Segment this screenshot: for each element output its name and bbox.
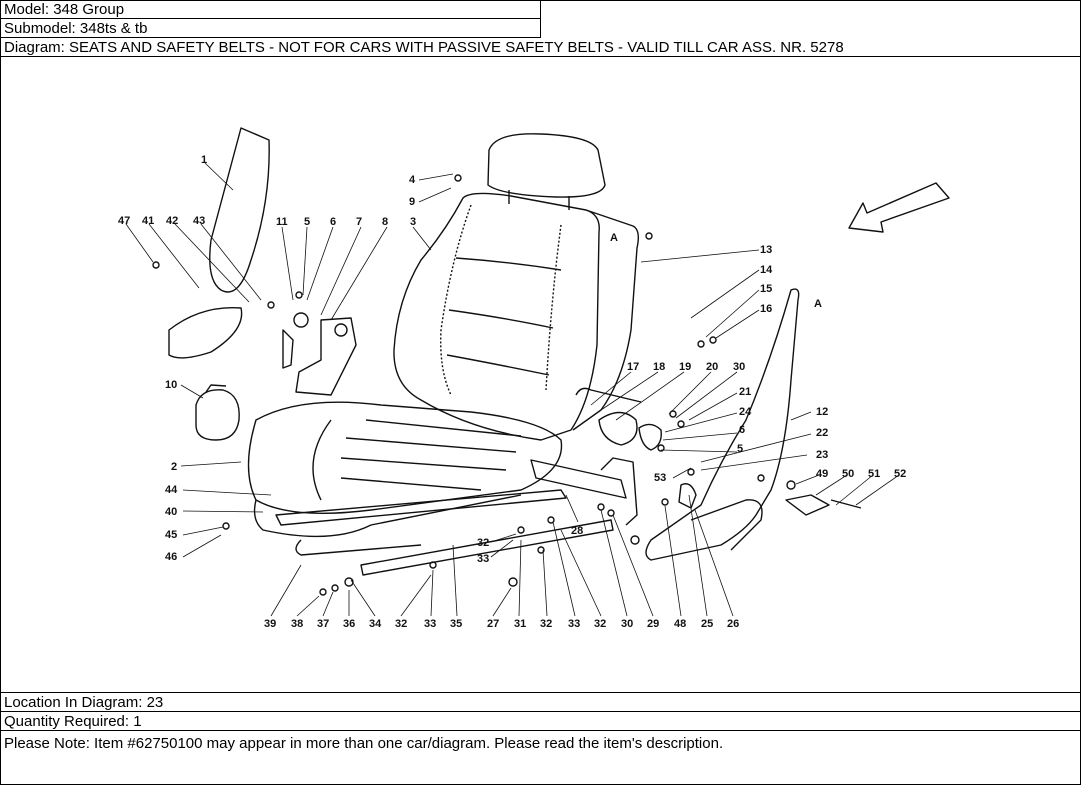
callout-36: 36 [343,618,355,630]
callout-29: 29 [647,618,659,630]
callout-A-top: A [610,232,618,244]
callout-32c: 32 [594,618,606,630]
callout-12: 12 [816,406,828,418]
callout-30b: 30 [621,618,633,630]
callout-39: 39 [264,618,276,630]
belt-retractor [195,389,240,441]
callout-46: 46 [165,551,177,563]
callout-1: 1 [201,154,207,166]
side-panel-right [645,288,800,561]
seat-exploded-view: 1 2 3 4 5 5 6 6 7 8 9 10 11 12 13 14 15 … [118,127,950,630]
callout-19: 19 [679,361,691,373]
callout-15: 15 [760,283,772,295]
please-note: Please Note: Item #62750100 may appear i… [0,730,1081,785]
callout-8: 8 [382,216,388,228]
callout-41: 41 [142,215,154,227]
callout-21: 21 [739,386,751,398]
callout-9: 9 [409,196,415,208]
callout-32d: 32 [477,537,489,549]
callout-53: 53 [654,472,666,484]
callout-45: 45 [165,529,177,541]
callout-22: 22 [816,427,828,439]
callout-A-right: A [814,298,822,310]
callout-7: 7 [356,216,362,228]
callout-49: 49 [816,468,828,480]
callout-27: 27 [487,618,499,630]
callout-6: 6 [330,216,336,228]
callout-25: 25 [701,618,713,630]
callout-17: 17 [627,361,639,373]
belt-guide-panel-left [209,127,270,293]
model-label: Model: 348 Group [0,0,541,19]
callout-30: 30 [733,361,745,373]
callout-43: 43 [193,215,205,227]
location-in-diagram: Location In Diagram: 23 [0,692,1081,711]
callout-34: 34 [369,618,382,630]
callout-47: 47 [118,215,130,227]
callout-32b: 32 [540,618,552,630]
callout-10: 10 [165,379,177,391]
callout-33a: 33 [424,618,436,630]
safety-belt-strap [530,459,627,499]
direction-arrow [848,182,950,233]
buckle-bracket [295,317,357,396]
parts-diagram: 1 2 3 4 5 5 6 6 7 8 9 10 11 12 13 14 15 … [1,58,1080,692]
callout-13: 13 [760,244,772,256]
callout-42: 42 [166,215,178,227]
callout-18: 18 [653,361,665,373]
callout-6b: 6 [739,424,745,436]
callout-2: 2 [171,461,177,473]
callout-26: 26 [727,618,739,630]
callout-37: 37 [317,618,329,630]
seat-cushion [247,401,563,515]
callout-31: 31 [514,618,526,630]
callout-40: 40 [165,506,177,518]
callout-11: 11 [276,216,288,228]
callout-28: 28 [571,525,583,537]
callout-44: 44 [165,484,178,496]
quantity-required: Quantity Required: 1 [0,711,1081,730]
seat-rail [275,489,567,526]
callout-3: 3 [410,216,416,228]
callout-32a: 32 [395,618,407,630]
callout-14: 14 [760,264,773,276]
seat-backrest [393,192,600,441]
callout-33b: 33 [568,618,580,630]
callout-51: 51 [868,468,880,480]
side-plate [168,306,243,359]
diagram-title: Diagram: SEATS AND SAFETY BELTS - NOT FO… [0,38,1081,57]
callout-24: 24 [739,406,752,418]
headrest [487,133,606,198]
callout-5b: 5 [737,443,743,455]
callout-16: 16 [760,303,772,315]
callout-5: 5 [304,216,310,228]
callout-48: 48 [674,618,686,630]
submodel-label: Submodel: 348ts & tb [0,19,541,38]
callout-35: 35 [450,618,462,630]
callout-20: 20 [706,361,718,373]
callout-50: 50 [842,468,854,480]
callout-38: 38 [291,618,303,630]
callout-52: 52 [894,468,906,480]
callout-23: 23 [816,449,828,461]
callout-4: 4 [409,174,416,186]
callout-33c: 33 [477,553,489,565]
